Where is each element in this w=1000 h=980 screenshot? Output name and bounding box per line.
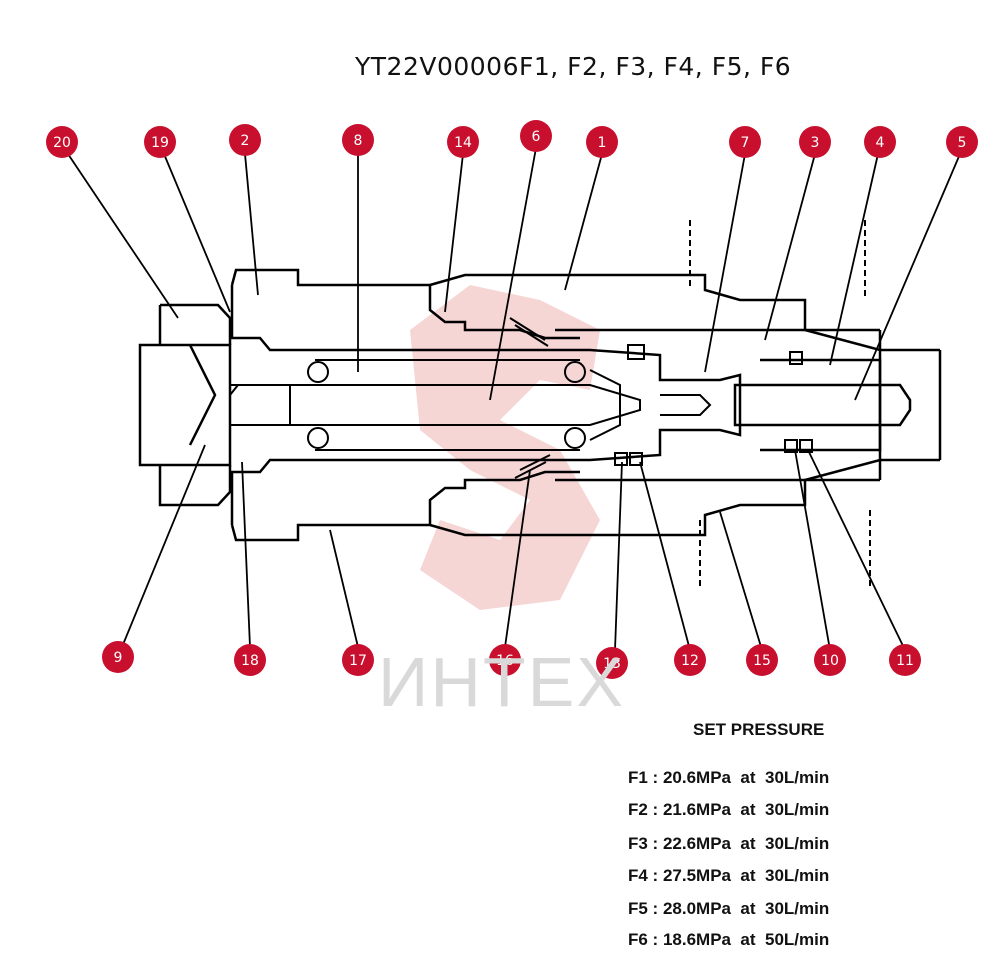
- callout-4: 4: [864, 126, 896, 158]
- callout-circle: [814, 644, 846, 676]
- callout-circle: [946, 126, 978, 158]
- leader-13: [614, 461, 623, 651]
- callout-label: 3: [811, 135, 820, 151]
- leader-4: [829, 153, 879, 366]
- callout-circle: [596, 647, 628, 679]
- callout-label: 9: [114, 650, 123, 666]
- leader-3: [764, 153, 816, 341]
- callout-7: 7: [729, 126, 761, 158]
- callout-label: 6: [532, 129, 541, 145]
- callout-circle: [229, 124, 261, 156]
- callout-label: 2: [241, 133, 250, 149]
- leader-15: [719, 511, 763, 651]
- callout-label: 19: [151, 135, 169, 151]
- callout-label: 13: [603, 656, 621, 672]
- callout-2: 2: [229, 124, 261, 156]
- leader-1: [564, 153, 603, 291]
- set-pressure-row-f3: F3 : 22.6MPa at 30L/min: [628, 834, 830, 853]
- callout-label: 10: [821, 653, 839, 669]
- set-pressure-row-f4: F4 : 27.5MPa at 30L/min: [628, 866, 830, 885]
- leader-17: [329, 529, 359, 648]
- set-pressure-heading: SET PRESSURE: [693, 720, 825, 739]
- leader-10: [794, 449, 831, 651]
- callout-circle: [342, 644, 374, 676]
- callout-14: 14: [447, 126, 479, 158]
- callout-label: 14: [454, 135, 472, 151]
- callout-label: 17: [349, 653, 367, 669]
- internal-parts: [229, 220, 871, 590]
- callout-circle: [342, 124, 374, 156]
- leader-lines: [67, 147, 961, 651]
- leader-16: [504, 469, 531, 648]
- callout-label: 11: [896, 653, 914, 669]
- leader-6: [489, 147, 537, 401]
- set-pressure-row-f1: F1 : 20.6MPa at 30L/min: [628, 768, 830, 787]
- callout-circle: [746, 644, 778, 676]
- callout-label: 1: [598, 135, 607, 151]
- callout-label: 18: [241, 653, 259, 669]
- leader-12: [639, 461, 691, 651]
- callout-13: 13: [596, 647, 628, 679]
- callout-circle: [889, 644, 921, 676]
- callout-label: 8: [354, 133, 363, 149]
- callout-19: 19: [144, 126, 176, 158]
- callout-label: 5: [958, 135, 967, 151]
- set-pressure-row-f2: F2 : 21.6MPa at 30L/min: [628, 800, 830, 819]
- leader-14: [444, 153, 464, 313]
- set-pressure-row-f6: F6 : 18.6MPa at 50L/min: [628, 930, 830, 949]
- watermark-logo: [410, 285, 600, 610]
- leader-20: [67, 153, 179, 319]
- callout-8: 8: [342, 124, 374, 156]
- callout-18: 18: [234, 644, 266, 676]
- callout-circle: [144, 126, 176, 158]
- callout-17: 17: [342, 644, 374, 676]
- spring: [315, 359, 580, 451]
- callout-label: 7: [741, 135, 750, 151]
- callout-circle: [586, 126, 618, 158]
- callout-6: 6: [520, 120, 552, 152]
- leader-18: [241, 461, 251, 648]
- callout-1: 1: [586, 126, 618, 158]
- leader-5: [854, 153, 961, 401]
- leader-9: [121, 444, 206, 648]
- drawing-title: YT22V00006F1, F2, F3, F4, F5, F6: [355, 52, 792, 81]
- callout-label: 12: [681, 653, 699, 669]
- callout-circle: [674, 644, 706, 676]
- callout-circle: [234, 644, 266, 676]
- callout-5: 5: [946, 126, 978, 158]
- watermark-text: ИНТЕХ: [378, 643, 626, 721]
- callout-3: 3: [799, 126, 831, 158]
- set-pressure-row-f5: F5 : 28.0MPa at 30L/min: [628, 899, 830, 918]
- callout-20: 20: [46, 126, 78, 158]
- poppet-rod: [290, 384, 641, 426]
- callout-9: 9: [102, 641, 134, 673]
- callout-circle: [799, 126, 831, 158]
- callout-16: 16: [489, 644, 521, 676]
- callout-circle: [520, 120, 552, 152]
- callout-label: 4: [876, 135, 885, 151]
- callout-circle: [729, 126, 761, 158]
- callout-10: 10: [814, 644, 846, 676]
- callout-label: 15: [753, 653, 771, 669]
- leader-11: [807, 449, 906, 651]
- callout-circle: [102, 641, 134, 673]
- leader-7: [704, 153, 746, 373]
- callout-label: 20: [53, 135, 71, 151]
- callout-circle: [489, 644, 521, 676]
- callout-12: 12: [674, 644, 706, 676]
- callout-15: 15: [746, 644, 778, 676]
- callout-circle: [46, 126, 78, 158]
- valve-body: [138, 268, 942, 542]
- callout-label: 16: [496, 653, 514, 669]
- callout-11: 11: [889, 644, 921, 676]
- leader-2: [244, 153, 259, 296]
- leader-19: [163, 153, 231, 313]
- callout-circle: [864, 126, 896, 158]
- callout-circle: [447, 126, 479, 158]
